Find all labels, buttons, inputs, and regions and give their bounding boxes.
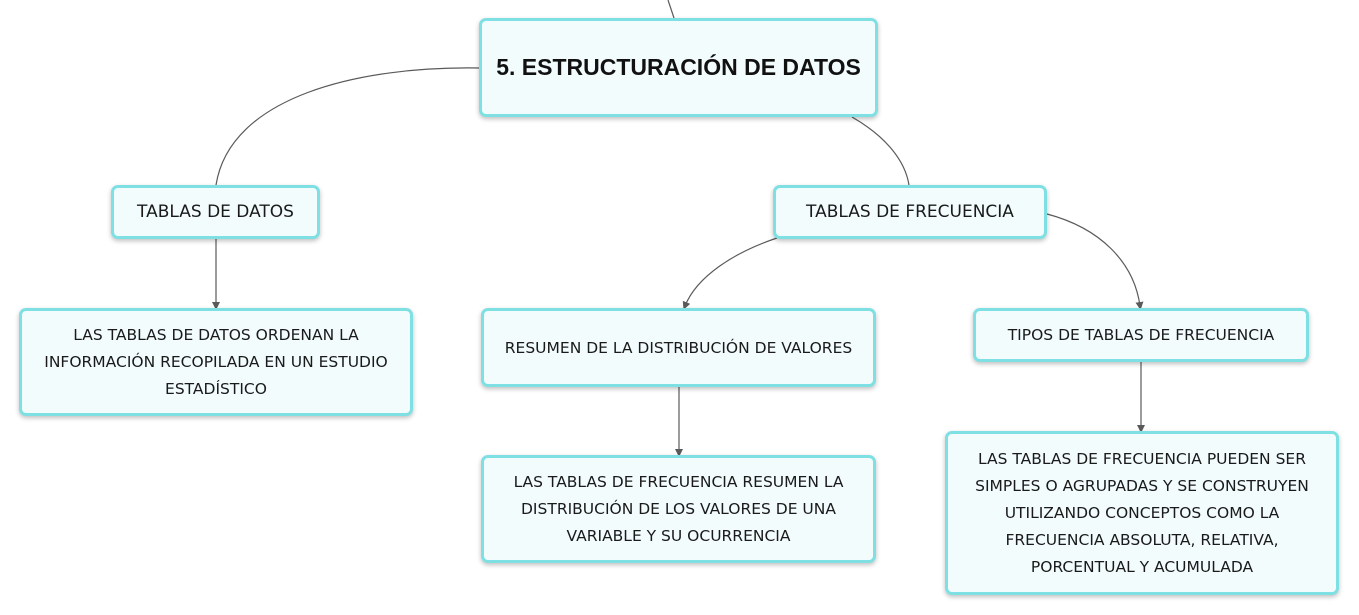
root-node-label: 5. ESTRUCTURACIÓN DE DATOS [496, 54, 861, 80]
tipos-description: LAS TABLAS DE FRECUENCIA PUEDEN SER SIMP… [975, 449, 1309, 576]
tablas-frecuencia-label: TABLAS DE FRECUENCIA [806, 202, 1014, 222]
tablas-datos-node[interactable]: TABLAS DE DATOS [111, 185, 320, 239]
connector-parent-to-root [667, 0, 675, 19]
connector-frecuencia-to-resumen [682, 237, 778, 310]
tablas-datos-label: TABLAS DE DATOS [137, 202, 294, 222]
resumen-distribucion-node[interactable]: RESUMEN DE LA DISTRIBUCIÓN DE VALORES [481, 308, 876, 387]
tablas-frecuencia-node[interactable]: TABLAS DE FRECUENCIA [773, 185, 1047, 239]
tipos-tablas-node[interactable]: TIPOS DE TABLAS DE FRECUENCIA [973, 308, 1309, 362]
tipos-description-node[interactable]: LAS TABLAS DE FRECUENCIA PUEDEN SER SIMP… [945, 431, 1339, 595]
tablas-datos-description-node[interactable]: LAS TABLAS DE DATOS ORDENAN LA INFORMACI… [19, 308, 413, 416]
connector-frecuencia-to-tipos [1046, 213, 1144, 310]
resumen-description-node[interactable]: LAS TABLAS DE FRECUENCIA RESUMEN LA DIST… [481, 455, 876, 563]
connector-root-to-tablas-frecuencia [851, 116, 910, 186]
root-node[interactable]: 5. ESTRUCTURACIÓN DE DATOS [479, 18, 878, 117]
tablas-datos-description: LAS TABLAS DE DATOS ORDENAN LA INFORMACI… [44, 325, 388, 398]
resumen-description: LAS TABLAS DE FRECUENCIA RESUMEN LA DIST… [513, 472, 844, 545]
tipos-tablas-label: TIPOS DE TABLAS DE FRECUENCIA [1007, 326, 1275, 344]
resumen-distribucion-label: RESUMEN DE LA DISTRIBUCIÓN DE VALORES [504, 338, 853, 357]
connector-root-to-tablas-datos [215, 67, 480, 186]
